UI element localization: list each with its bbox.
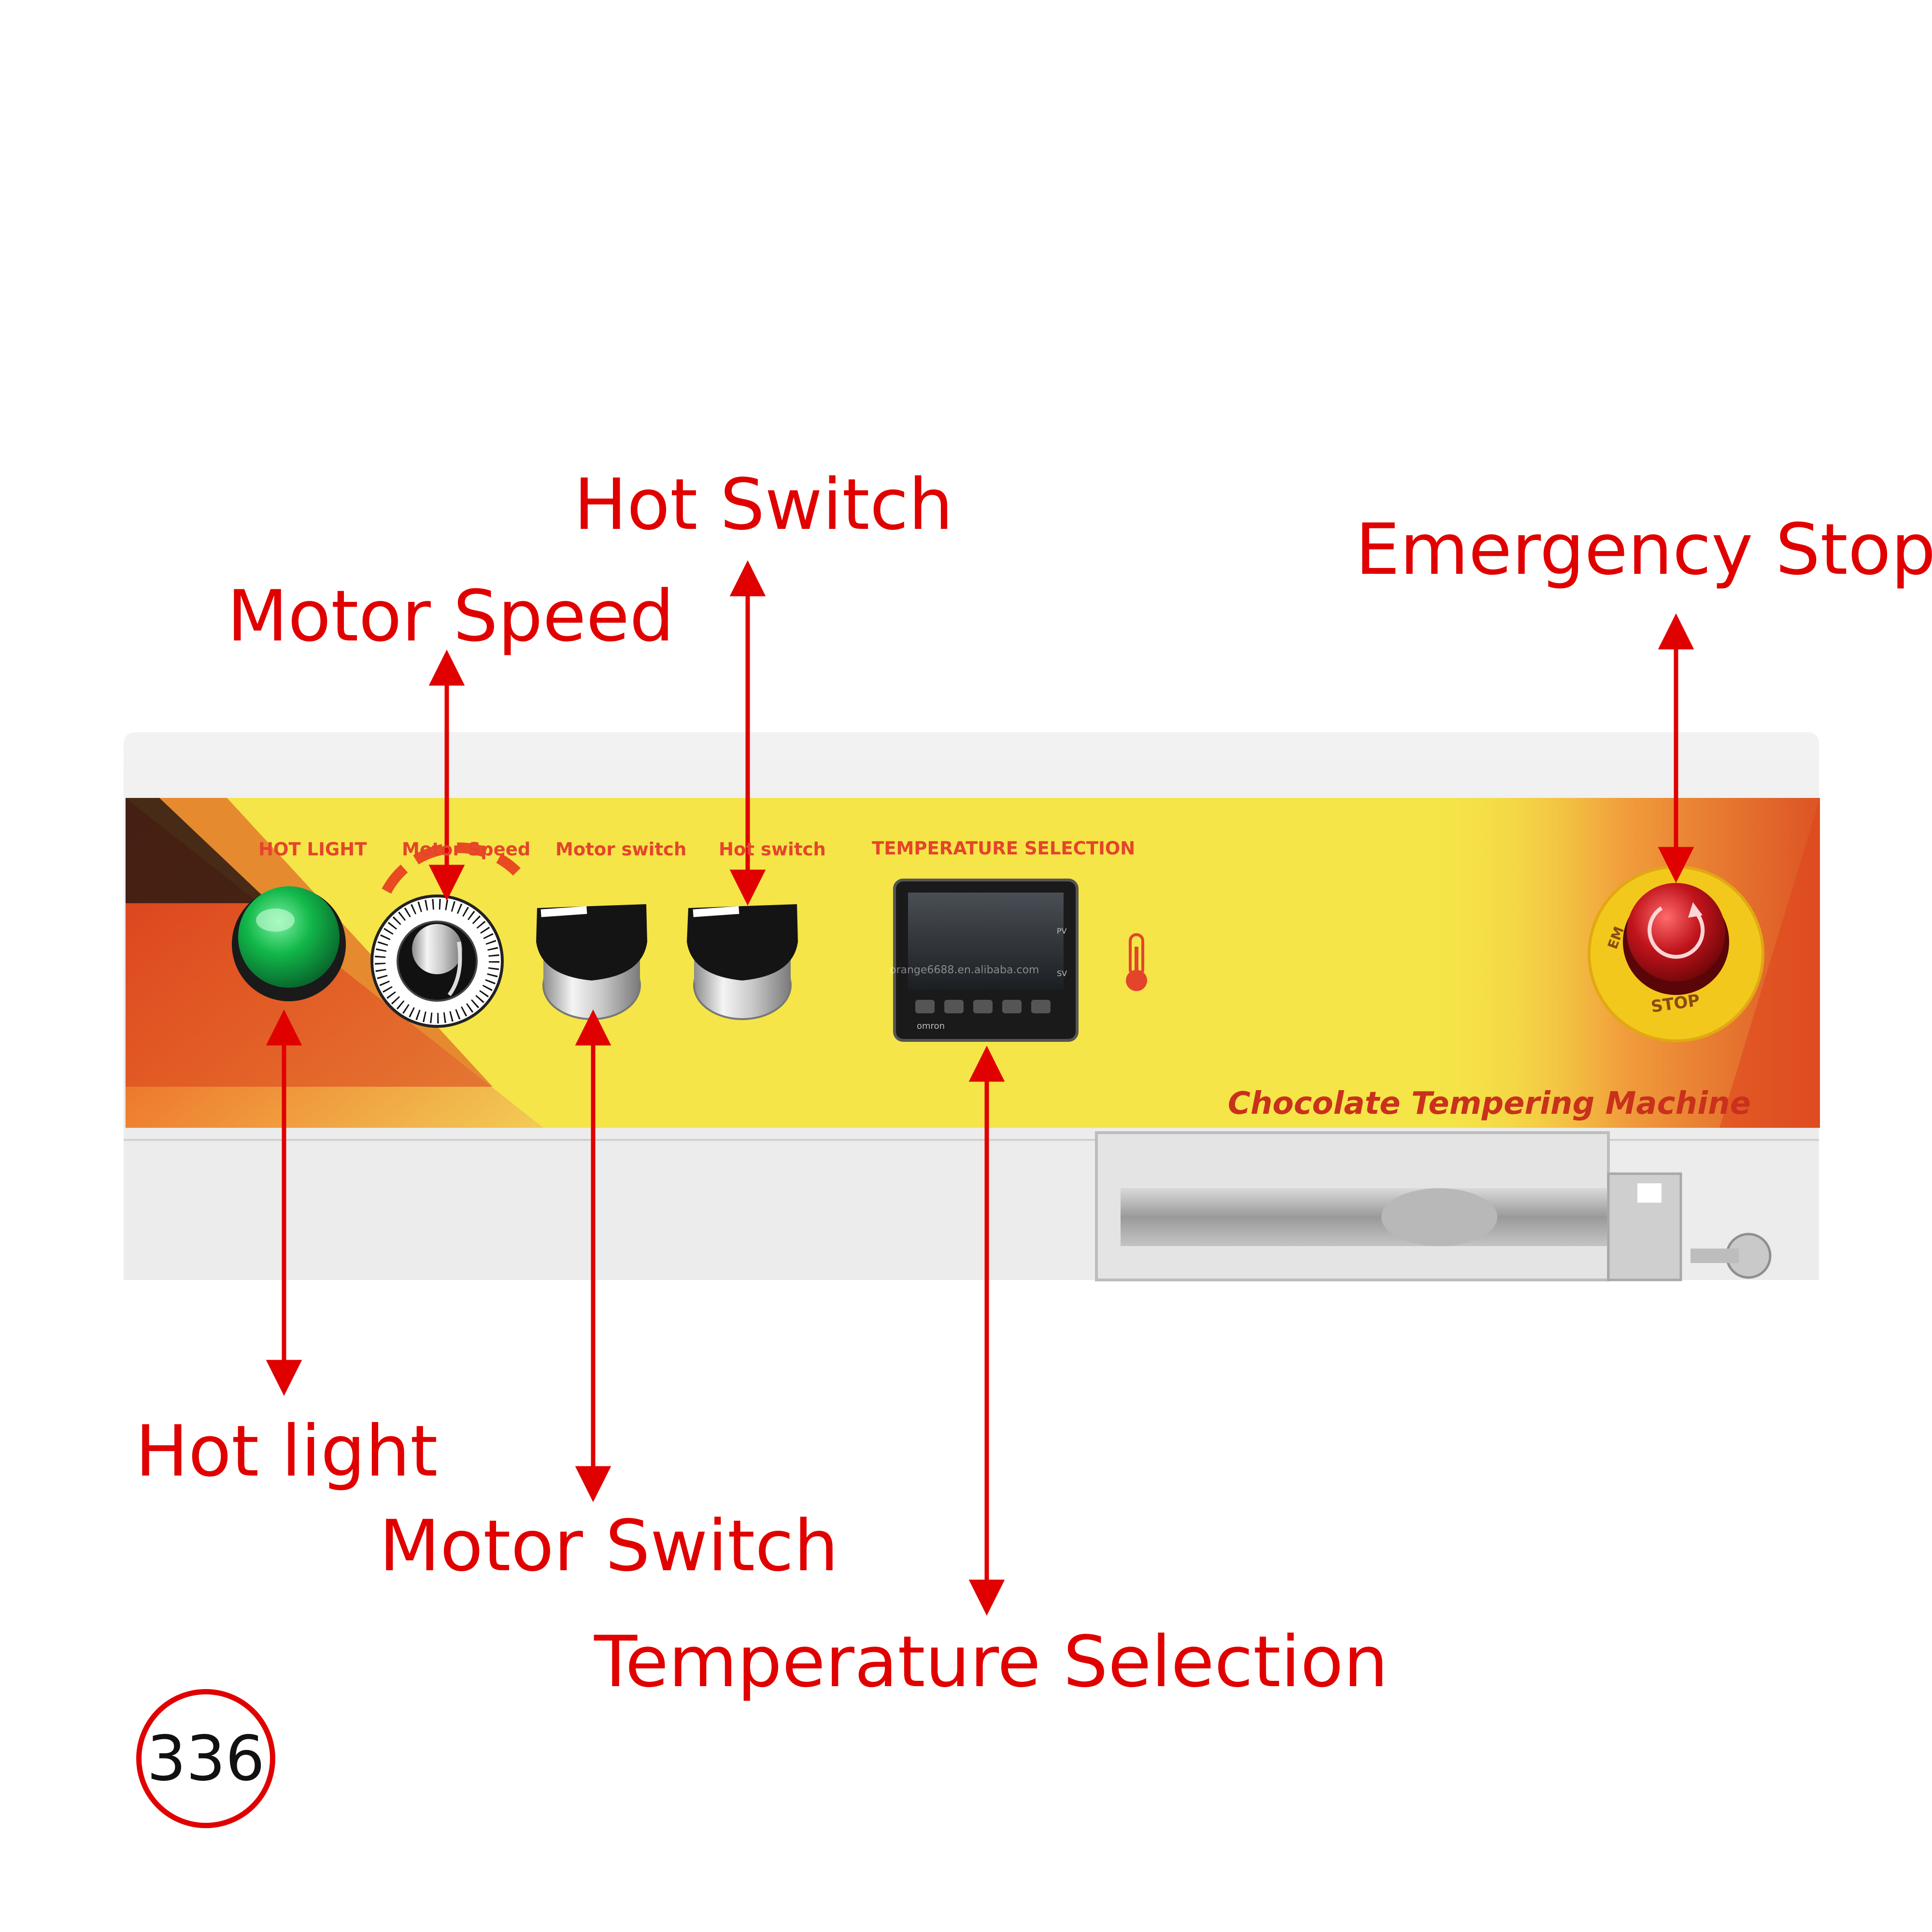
callout-emergency-stop: Emergency Stop: [1355, 509, 1932, 591]
motor-switch-knob: [536, 904, 647, 980]
brand-title: Chocolate Tempering Machine: [1228, 1086, 1751, 1122]
controller-maker-label: omron: [917, 1021, 945, 1031]
number-badge: 336: [136, 1689, 275, 1828]
watermark: orange6688.en.alibaba.com: [890, 964, 1039, 976]
controller-sv-label: SV: [1057, 969, 1067, 978]
panel-label-motor-speed: Motor Speed: [402, 839, 531, 860]
callout-motor-switch: Motor Switch: [379, 1505, 838, 1587]
controller-screen: [908, 893, 1064, 989]
hot-switch-knob: [687, 904, 798, 980]
speed-arc: [382, 842, 521, 894]
panel-label-temperature-selection: TEMPERATURE SELECTION: [872, 838, 1136, 859]
controller-buttons: [915, 1000, 1051, 1013]
callout-temperature-selection: Temperature Selection: [594, 1621, 1389, 1703]
green-lamp: [238, 886, 340, 988]
callout-motor-speed: Motor Speed: [227, 575, 674, 657]
estop-button: [1627, 883, 1725, 981]
panel-label-hot-light: HOT LIGHT: [258, 839, 367, 860]
annotation-arrows: [266, 560, 1694, 1616]
thermometer-icon: [1126, 933, 1147, 991]
callout-hot-switch: Hot Switch: [574, 464, 953, 546]
controller-pv-label: PV: [1057, 926, 1067, 936]
callout-hot-light: Hot light: [135, 1410, 438, 1492]
panel-label-hot-switch: Hot switch: [719, 839, 826, 860]
panel-label-motor-switch: Motor switch: [555, 839, 687, 860]
